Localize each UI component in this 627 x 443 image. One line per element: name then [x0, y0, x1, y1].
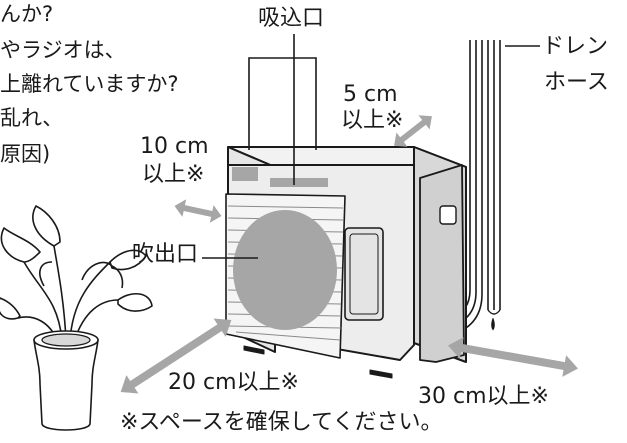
space-footnote: ※スペースを確保してください。 — [120, 410, 443, 435]
arrow-left — [174, 199, 222, 223]
clipped-text-line2: やラジオは、 — [0, 38, 126, 62]
leader-lines — [202, 34, 540, 259]
intake-label: 吸込口 — [258, 6, 325, 31]
drain-hose-label-line1: ドレン — [542, 34, 609, 59]
clearance-right-label: 30 cm以上※ — [418, 384, 549, 409]
clipped-text-line3: 上離れていますか? — [0, 72, 179, 96]
clearance-top-value: 5 cm — [343, 82, 398, 107]
outdoor-unit — [225, 146, 467, 379]
clipped-text-line4: 乱れ、 — [0, 106, 64, 130]
clipped-text-line1: んか? — [0, 2, 54, 26]
arrow-top — [394, 115, 432, 147]
clearance-arrows — [120, 115, 578, 394]
clearance-top-suffix: 以上※ — [341, 108, 404, 133]
clearance-left-suffix: 以上※ — [142, 162, 205, 187]
clearance-left-value: 10 cm — [140, 134, 209, 159]
clearance-front-label: 20 cm以上※ — [168, 370, 299, 395]
drain-hose-label-line2: ホース — [544, 70, 609, 95]
arrow-front — [120, 318, 232, 394]
fan-grille — [225, 193, 346, 359]
outlet-label: 吹出口 — [132, 242, 199, 267]
clipped-text-line5: 原因) — [0, 142, 51, 166]
potted-plant — [0, 205, 153, 431]
arrow-right — [448, 337, 578, 377]
